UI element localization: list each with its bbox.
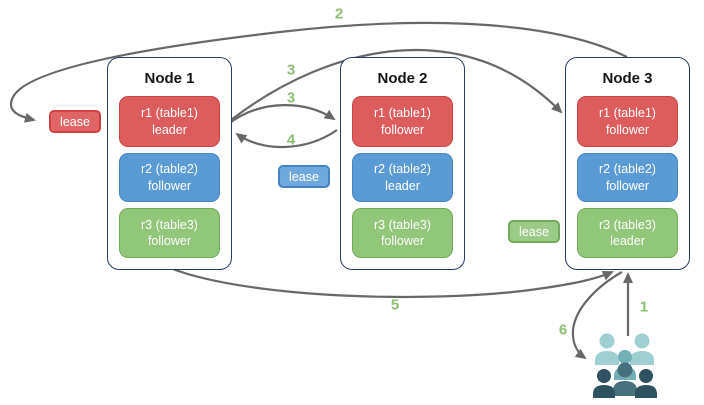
- flow-step-3b-label: 3: [286, 89, 296, 107]
- node-2-replica-r3: r3 (table3) follower: [352, 208, 453, 258]
- arrow-step3-leader-to-node2: [230, 104, 336, 123]
- node-3-replica-r1: r1 (table1) follower: [577, 96, 678, 147]
- replica-name: r3 (table3): [141, 217, 198, 232]
- arrow-step3-leader-to-node3: [230, 48, 563, 121]
- replica-role: leader: [610, 234, 645, 248]
- node-3: Node 3 r1 (table1) follower r2 (table2) …: [565, 57, 690, 270]
- replica-name: r3 (table3): [599, 217, 656, 232]
- replica-name: r1 (table1): [141, 106, 198, 120]
- replica-name: r2 (table2): [599, 162, 656, 176]
- node-2-title: Node 2: [377, 70, 428, 87]
- replica-role: follower: [605, 122, 650, 137]
- replica-role: follower: [380, 122, 425, 137]
- arrow-step6-node3-to-users: [571, 271, 623, 360]
- node-2-replica-r2: r2 (table2) leader: [352, 153, 453, 202]
- node-3-replica-r2: r2 (table2) follower: [577, 153, 678, 202]
- flow-step-1-label: 1: [639, 298, 649, 316]
- replica-name: r2 (table2): [374, 162, 431, 176]
- lease-badge-table2: lease: [278, 165, 330, 188]
- node-1: Node 1 r1 (table1) leader r2 (table2) fo…: [107, 57, 232, 270]
- replica-role: leader: [152, 122, 187, 137]
- flow-step-5-label: 5: [390, 296, 400, 314]
- users-group-icon: [593, 333, 657, 398]
- arrow-step2-node3-to-lease1: [9, 21, 628, 123]
- lease-badge-table3: lease: [508, 220, 560, 243]
- replica-role: follower: [380, 234, 425, 248]
- replica-role: follower: [605, 178, 650, 193]
- node-1-title: Node 1: [144, 70, 195, 87]
- node-1-replica-r1: r1 (table1) leader: [119, 96, 220, 147]
- lease-badge-table1: lease: [49, 110, 101, 133]
- node-1-replica-r2: r2 (table2) follower: [119, 153, 220, 202]
- node-2-replica-r1: r1 (table1) follower: [352, 96, 453, 147]
- flow-step-4-label: 4: [286, 131, 296, 149]
- arrow-step5-node1-to-node3: [169, 266, 614, 299]
- replica-name: r2 (table2): [141, 162, 198, 176]
- replica-name: r1 (table1): [374, 106, 431, 120]
- node-3-title: Node 3: [602, 70, 653, 87]
- arrow-step4-node2-to-leader: [235, 129, 338, 149]
- replica-role: follower: [147, 234, 192, 248]
- replica-role: follower: [147, 178, 192, 193]
- flow-step-6-label: 6: [558, 321, 568, 339]
- flow-step-2-label: 2: [334, 5, 344, 23]
- replica-role: leader: [385, 178, 420, 193]
- node-1-replica-r3: r3 (table3) follower: [119, 208, 220, 258]
- flow-step-3-label: 3: [286, 61, 296, 79]
- node-3-replica-r3: r3 (table3) leader: [577, 208, 678, 258]
- replica-name: r3 (table3): [374, 217, 431, 232]
- replica-name: r1 (table1): [599, 106, 656, 120]
- node-2: Node 2 r1 (table1) follower r2 (table2) …: [340, 57, 465, 270]
